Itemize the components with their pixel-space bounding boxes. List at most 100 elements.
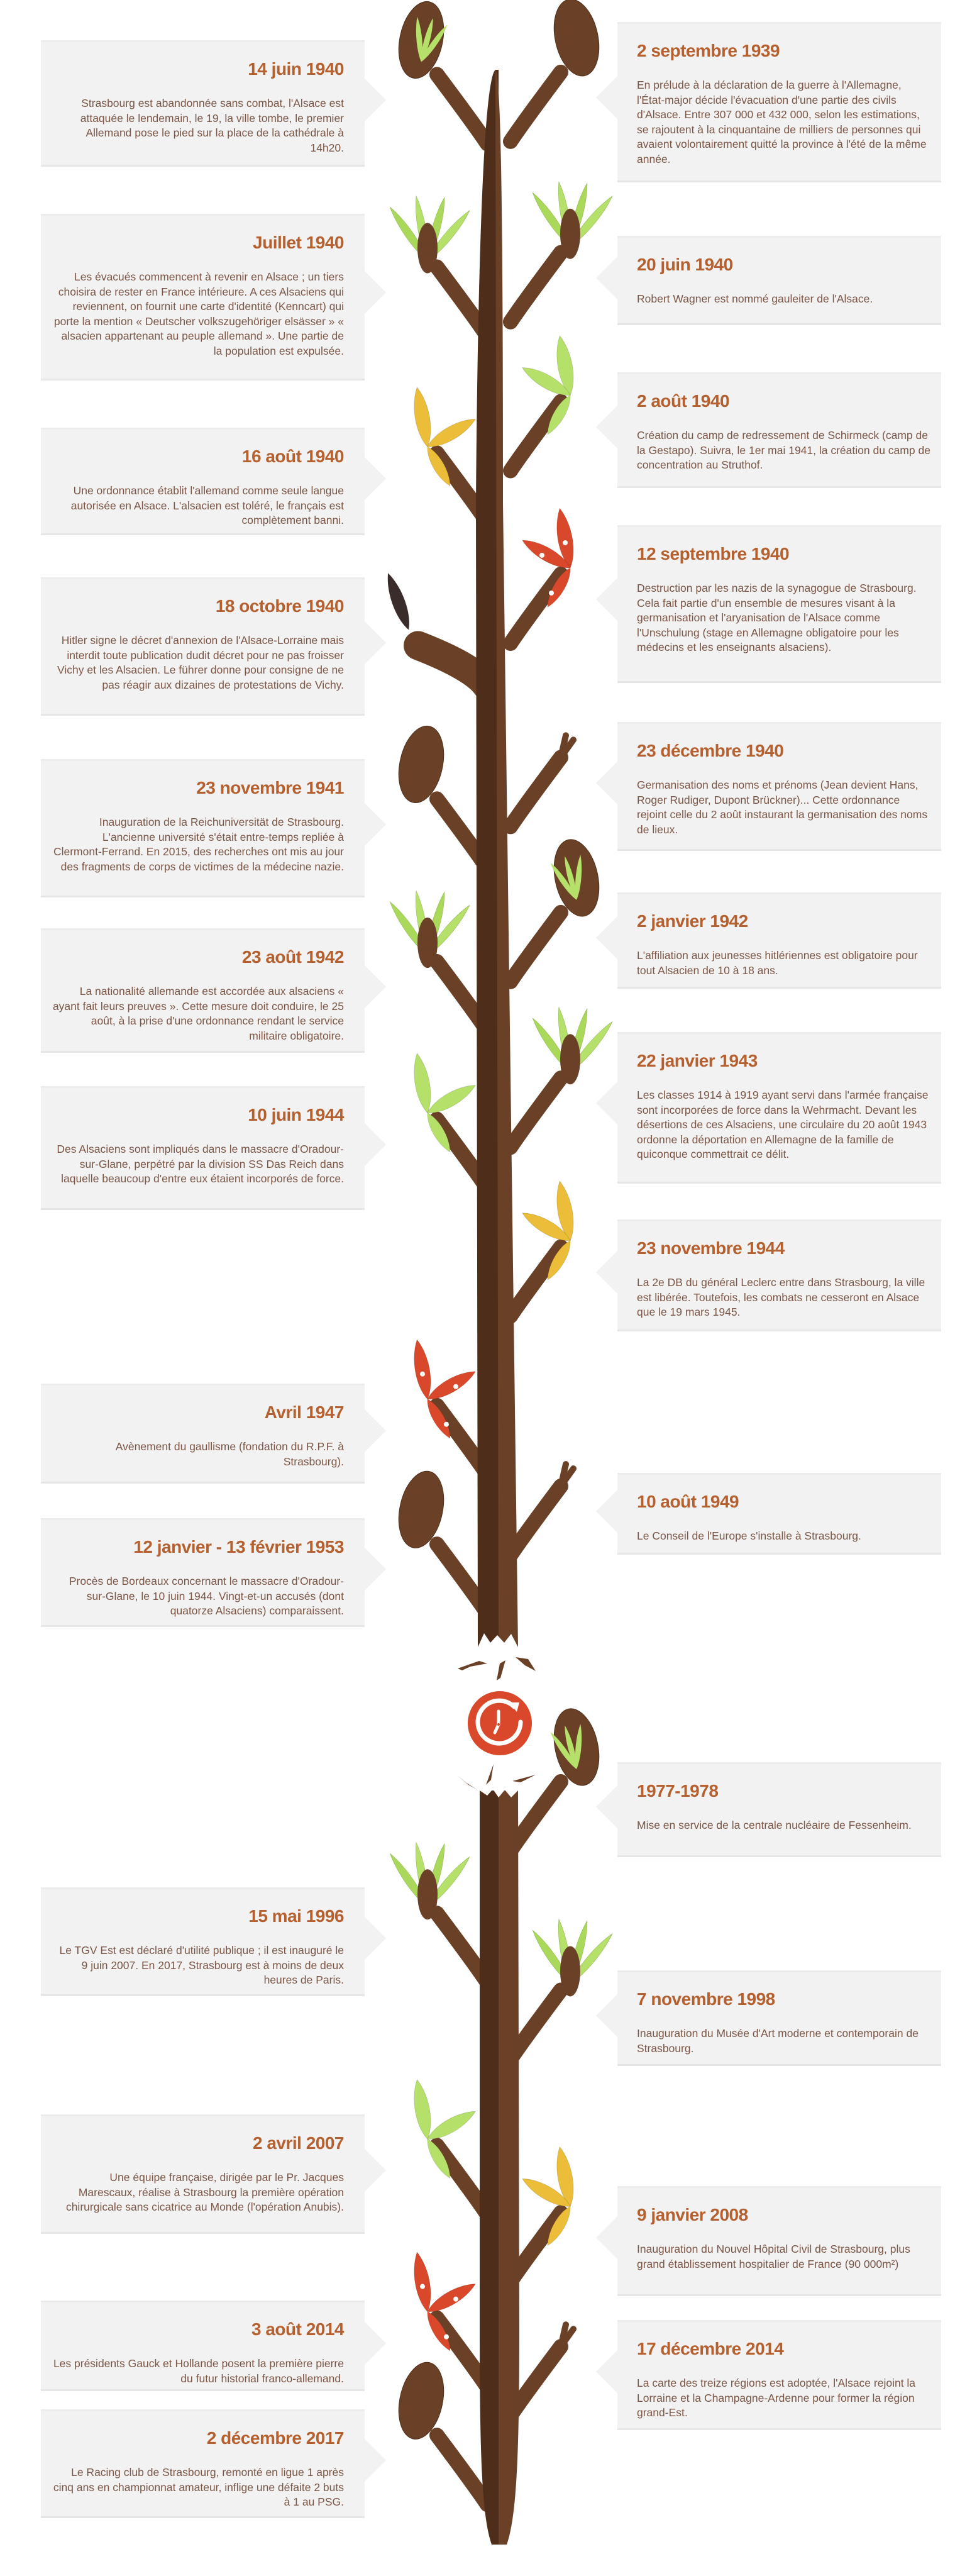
- leaf-hole: [420, 1371, 425, 1377]
- event-description: Robert Wagner est nommé gauleiter de l'A…: [637, 292, 873, 305]
- event-description: La 2e DB du général Leclerc entre dans S…: [637, 1276, 925, 1318]
- event-date: 18 octobre 1940: [215, 596, 345, 616]
- event-date: 15 mai 1996: [248, 1906, 344, 1926]
- branch: [429, 67, 495, 152]
- branch: [503, 1479, 568, 1563]
- branch: [429, 2428, 495, 2512]
- event-description: Les présidents Gauck et Hollande posent …: [53, 2357, 344, 2385]
- leaf-hole: [563, 540, 568, 545]
- event-date: 10 août 1949: [637, 1492, 739, 1511]
- branch-red: [503, 508, 574, 651]
- branch-bare: [503, 2321, 577, 2424]
- branch-dark: [387, 573, 502, 701]
- pointer-arrow: [365, 621, 386, 664]
- event-description: Le Conseil de l'Europe s'installe à Stra…: [637, 1530, 861, 1542]
- event-description: En prélude à la déclaration de la guerre…: [637, 79, 927, 165]
- pointer-arrow: [596, 1994, 617, 2037]
- event-date: 1977-1978: [637, 1781, 719, 1801]
- branch-bud: [398, 2362, 495, 2512]
- sprout-icon: [421, 25, 448, 62]
- pointer-arrow: [365, 2321, 386, 2365]
- event-description: Germanisation des noms et prénoms (Jean …: [637, 779, 928, 836]
- yellow-leaf-icon: [556, 1180, 574, 1241]
- pointer-arrow: [596, 405, 617, 448]
- pointer-arrow: [365, 1917, 386, 1960]
- bud-icon: [398, 725, 444, 803]
- sprout-icon: [575, 855, 582, 900]
- branch-bud: [503, 0, 600, 149]
- trunk-upper-light: [495, 70, 518, 1647]
- event-date: 17 décembre 2014: [637, 2339, 784, 2358]
- red-leaf-icon: [521, 540, 571, 569]
- bud-icon: [553, 0, 600, 77]
- red-leaf-icon: [414, 2251, 431, 2312]
- sprout-icon: [565, 856, 577, 900]
- pointer-arrow: [365, 2439, 386, 2482]
- trunk-lower-light: [499, 1790, 519, 2545]
- pointer-arrow: [596, 76, 617, 119]
- clock-rewind-icon: [468, 1691, 532, 1755]
- pointer-arrow: [365, 78, 386, 121]
- twig: [558, 1461, 577, 1490]
- event-description: Le Racing club de Strasbourg, remonté en…: [53, 2466, 344, 2508]
- event-description: L'affiliation aux jeunesses hitlériennes…: [637, 949, 918, 977]
- red-leaf-icon: [427, 2284, 477, 2312]
- event-date: 20 juin 1940: [637, 255, 733, 274]
- red-leaf-icon: [427, 1371, 477, 1400]
- branch-sprouts: [389, 1841, 495, 1990]
- timeline-event: 15 mai 1996 Le TGV Est est déclaré d'util…: [41, 1887, 386, 1996]
- pointer-arrow: [596, 256, 617, 299]
- dark-leaf-icon: [387, 573, 409, 630]
- event-description: Des Alsaciens sont impliqués dans le mas…: [57, 1143, 344, 1185]
- pointer-arrow: [596, 916, 617, 960]
- sprout-icon: [550, 1731, 577, 1769]
- event-description: Le TGV Est est déclaré d'utilité publiqu…: [59, 1944, 344, 1986]
- leaf-hole: [444, 2334, 449, 2340]
- green-leaf-icon: [547, 394, 571, 435]
- branch-yellow: [503, 2146, 574, 2290]
- event-date: Juillet 1940: [253, 233, 344, 252]
- green-leaf-icon: [556, 335, 574, 396]
- green-leaf-icon: [414, 2079, 431, 2140]
- branch-green: [414, 1053, 495, 1196]
- event-date: 9 janvier 2008: [637, 2205, 748, 2224]
- event-description: Mise en service de la centrale nucléaire…: [637, 1819, 912, 1831]
- timeline-event: 2 décembre 2017 Le Racing club de Strasbo…: [41, 2409, 386, 2518]
- branch-bud: [398, 725, 495, 876]
- yellow-leaf-icon: [521, 2178, 571, 2207]
- event-date: 7 novembre 1998: [637, 1989, 775, 2009]
- sprout-icon: [575, 1724, 582, 1769]
- branch-sprouts: [389, 890, 495, 1039]
- branch: [503, 394, 568, 479]
- branch-sprouts: [389, 196, 495, 344]
- red-leaf-icon: [427, 1399, 451, 1439]
- green-leaf-icon: [427, 1113, 451, 1153]
- pointer-arrow: [365, 965, 386, 1009]
- yellow-leaf-icon: [521, 1213, 571, 1241]
- event-date: 14 juin 1940: [248, 59, 344, 79]
- branch: [503, 904, 568, 989]
- event-date: 2 décembre 2017: [206, 2428, 345, 2448]
- branch: [503, 566, 568, 651]
- green-leaf-icon: [427, 2138, 451, 2179]
- pointer-arrow: [596, 2216, 617, 2260]
- event-date: 12 septembre 1940: [637, 544, 790, 564]
- pointer-arrow: [596, 1082, 617, 1125]
- twig: [558, 732, 577, 761]
- sprout-icon: [421, 18, 433, 62]
- event-date: 2 août 1940: [637, 391, 730, 411]
- timeline-event: 10 août 1949 Le Conseil de l'Europe s'ins…: [596, 1473, 941, 1555]
- event-description: Strasbourg est abandonnée sans combat, l…: [80, 97, 344, 154]
- branch-bud: [398, 1470, 495, 1621]
- pointer-arrow: [365, 2149, 386, 2192]
- event-description: Les évacués commencent à revenir en Alsa…: [53, 270, 344, 357]
